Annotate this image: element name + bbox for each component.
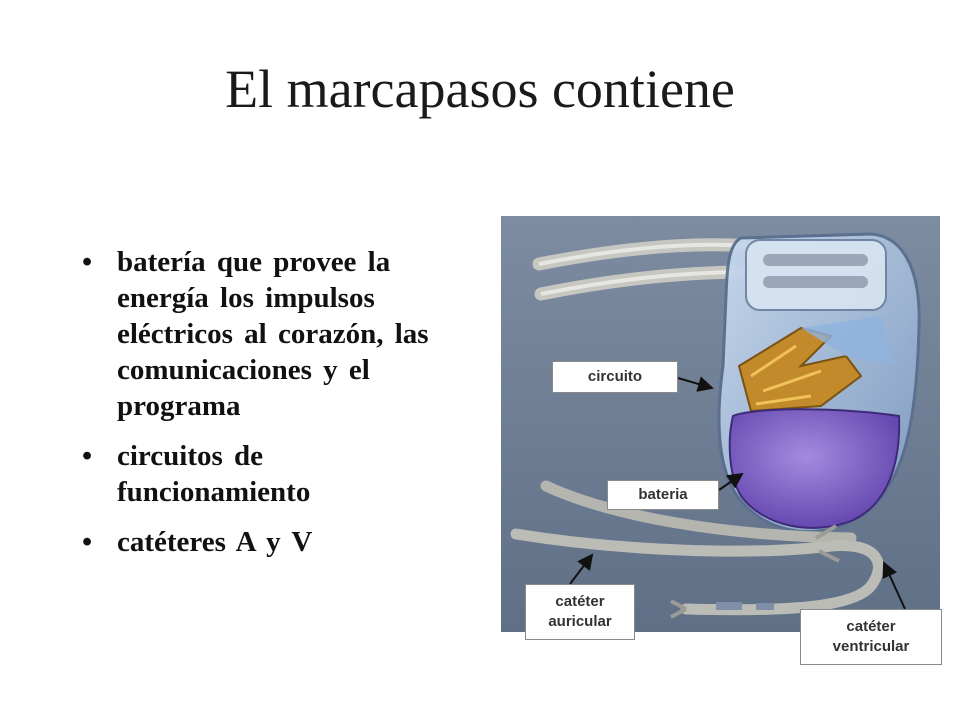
bullet-item-bateria: • batería que provee la energía los impu… — [82, 244, 462, 424]
bullet-list: • batería que provee la energía los impu… — [82, 244, 462, 574]
label-bateria: bateria — [607, 480, 719, 510]
slide-title: El marcapasos contiene — [225, 59, 735, 119]
bullet-symbol: • — [82, 440, 93, 472]
pacemaker-illustration — [501, 216, 940, 632]
label-circuito: circuito — [552, 361, 678, 393]
bullet-item-cateteres: • catéteres A y V — [82, 524, 462, 560]
label-cateter-ventricular: catéter ventricular — [800, 609, 942, 665]
bullet-symbol: • — [82, 526, 93, 558]
bullet-text: batería que provee la energía los impuls… — [117, 246, 429, 422]
bullet-item-circuitos: • circuitos de funcionamiento — [82, 438, 462, 510]
catheter-leads — [510, 480, 884, 619]
bullet-symbol: • — [82, 246, 93, 278]
label-cateter-auricular: catéter auricular — [525, 584, 635, 640]
bullet-text: circuitos de funcionamiento — [117, 440, 311, 508]
bullet-text: catéteres A y V — [117, 526, 313, 558]
